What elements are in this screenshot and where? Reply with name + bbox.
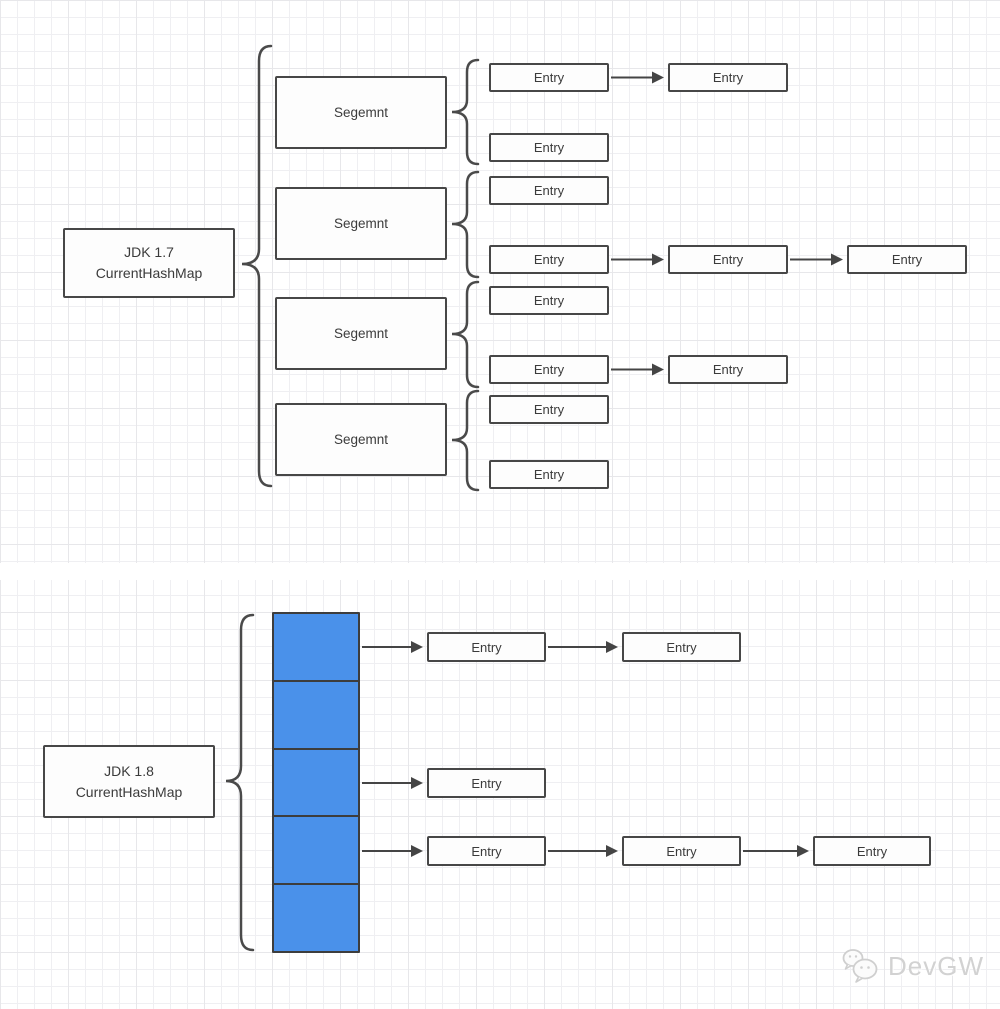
- entry-node: Entry: [622, 632, 741, 662]
- jdk17-title-line2: CurrentHashMap: [95, 265, 203, 281]
- segment-3-brace: [451, 280, 480, 389]
- entry-node: Entry: [668, 63, 788, 92]
- entry-node: Entry: [489, 245, 609, 274]
- watermark: DevGW: [841, 946, 984, 986]
- entry-node: Entry: [489, 460, 609, 489]
- entry-node: Entry: [427, 836, 546, 866]
- entry-node: Entry: [427, 632, 546, 662]
- entry-node: Entry: [489, 63, 609, 92]
- hash-bucket-cell: [274, 681, 358, 750]
- entry-node: Entry: [489, 133, 609, 162]
- segment-label: Segemnt: [333, 216, 389, 231]
- hash-bucket-cell: [274, 749, 358, 818]
- segment-label: Segemnt: [333, 432, 389, 447]
- entry-node: Entry: [427, 768, 546, 798]
- segment-node: Segemnt: [275, 76, 447, 149]
- segment-node: Segemnt: [275, 297, 447, 370]
- entry-node: Entry: [847, 245, 967, 274]
- entry-node: Entry: [668, 355, 788, 384]
- segment-label: Segemnt: [333, 326, 389, 341]
- segment-2-brace: [451, 170, 480, 279]
- segment-1-brace: [451, 58, 480, 166]
- segment-label: Segemnt: [333, 105, 389, 120]
- jdk17-brace: [241, 44, 273, 488]
- segment-node: Segemnt: [275, 403, 447, 476]
- section-divider: [0, 563, 1000, 580]
- hash-table: [272, 612, 360, 953]
- entry-node: Entry: [489, 286, 609, 315]
- jdk18-title-line1: JDK 1.8: [104, 762, 154, 779]
- wechat-icon: [842, 949, 878, 983]
- hash-bucket-cell: [274, 817, 358, 886]
- entry-node: Entry: [622, 836, 741, 866]
- entry-node: Entry: [668, 245, 788, 274]
- entry-node: Entry: [489, 176, 609, 205]
- entry-node: Entry: [489, 355, 609, 384]
- entry-node: Entry: [813, 836, 931, 866]
- entry-node: Entry: [489, 395, 609, 424]
- hash-bucket-cell: [274, 614, 358, 682]
- jdk17-title-line1: JDK 1.7: [124, 244, 174, 260]
- hash-bucket-cell: [274, 885, 358, 951]
- watermark-label: DevGW: [888, 950, 984, 981]
- jdk17-root-node: JDK 1.7 CurrentHashMap: [63, 228, 235, 298]
- segment-node: Segemnt: [275, 187, 447, 260]
- jdk18-brace: [225, 613, 255, 952]
- segment-4-brace: [451, 389, 480, 492]
- jdk18-root-node: JDK 1.8 CurrentHashMap: [43, 745, 215, 818]
- jdk18-title-line2: CurrentHashMap: [75, 783, 183, 800]
